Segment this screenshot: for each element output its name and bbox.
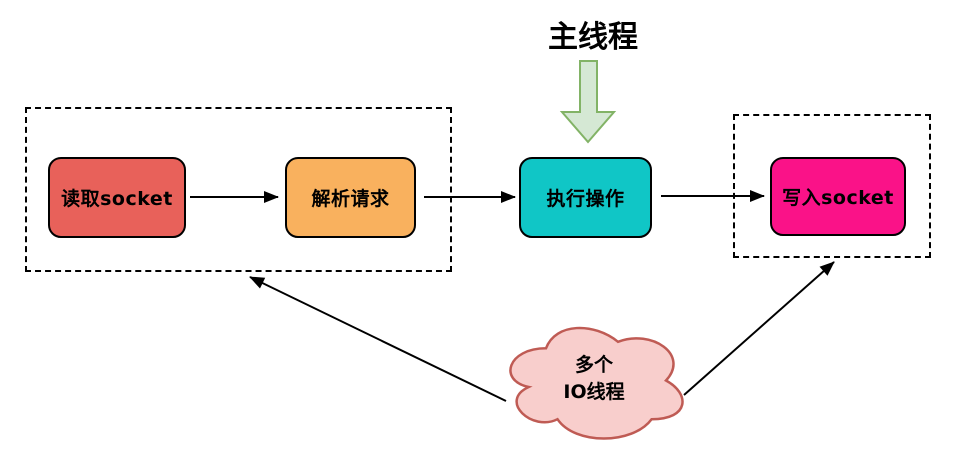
cloud-label-line1: 多个: [574, 354, 613, 376]
node-read-socket: 读取socket: [48, 157, 186, 238]
arrow-cloud-to-left-group: [249, 276, 507, 402]
node-write-socket: 写入socket: [770, 157, 906, 236]
node-execute-operation: 执行操作: [519, 157, 652, 238]
main-thread-down-arrow: [559, 60, 617, 144]
cloud-label-line2: IO线程: [563, 381, 625, 403]
io-threads-cloud-label: 多个 IO线程: [513, 352, 675, 406]
io-group-right-dashed-box: [733, 114, 931, 258]
main-thread-label: 主线程: [548, 20, 638, 55]
io-threads-cloud: [509, 326, 684, 440]
io-group-left-dashed-box: [25, 107, 452, 272]
node-parse-request: 解析请求: [285, 157, 416, 238]
arrow-cloud-to-right-group: [683, 261, 835, 396]
